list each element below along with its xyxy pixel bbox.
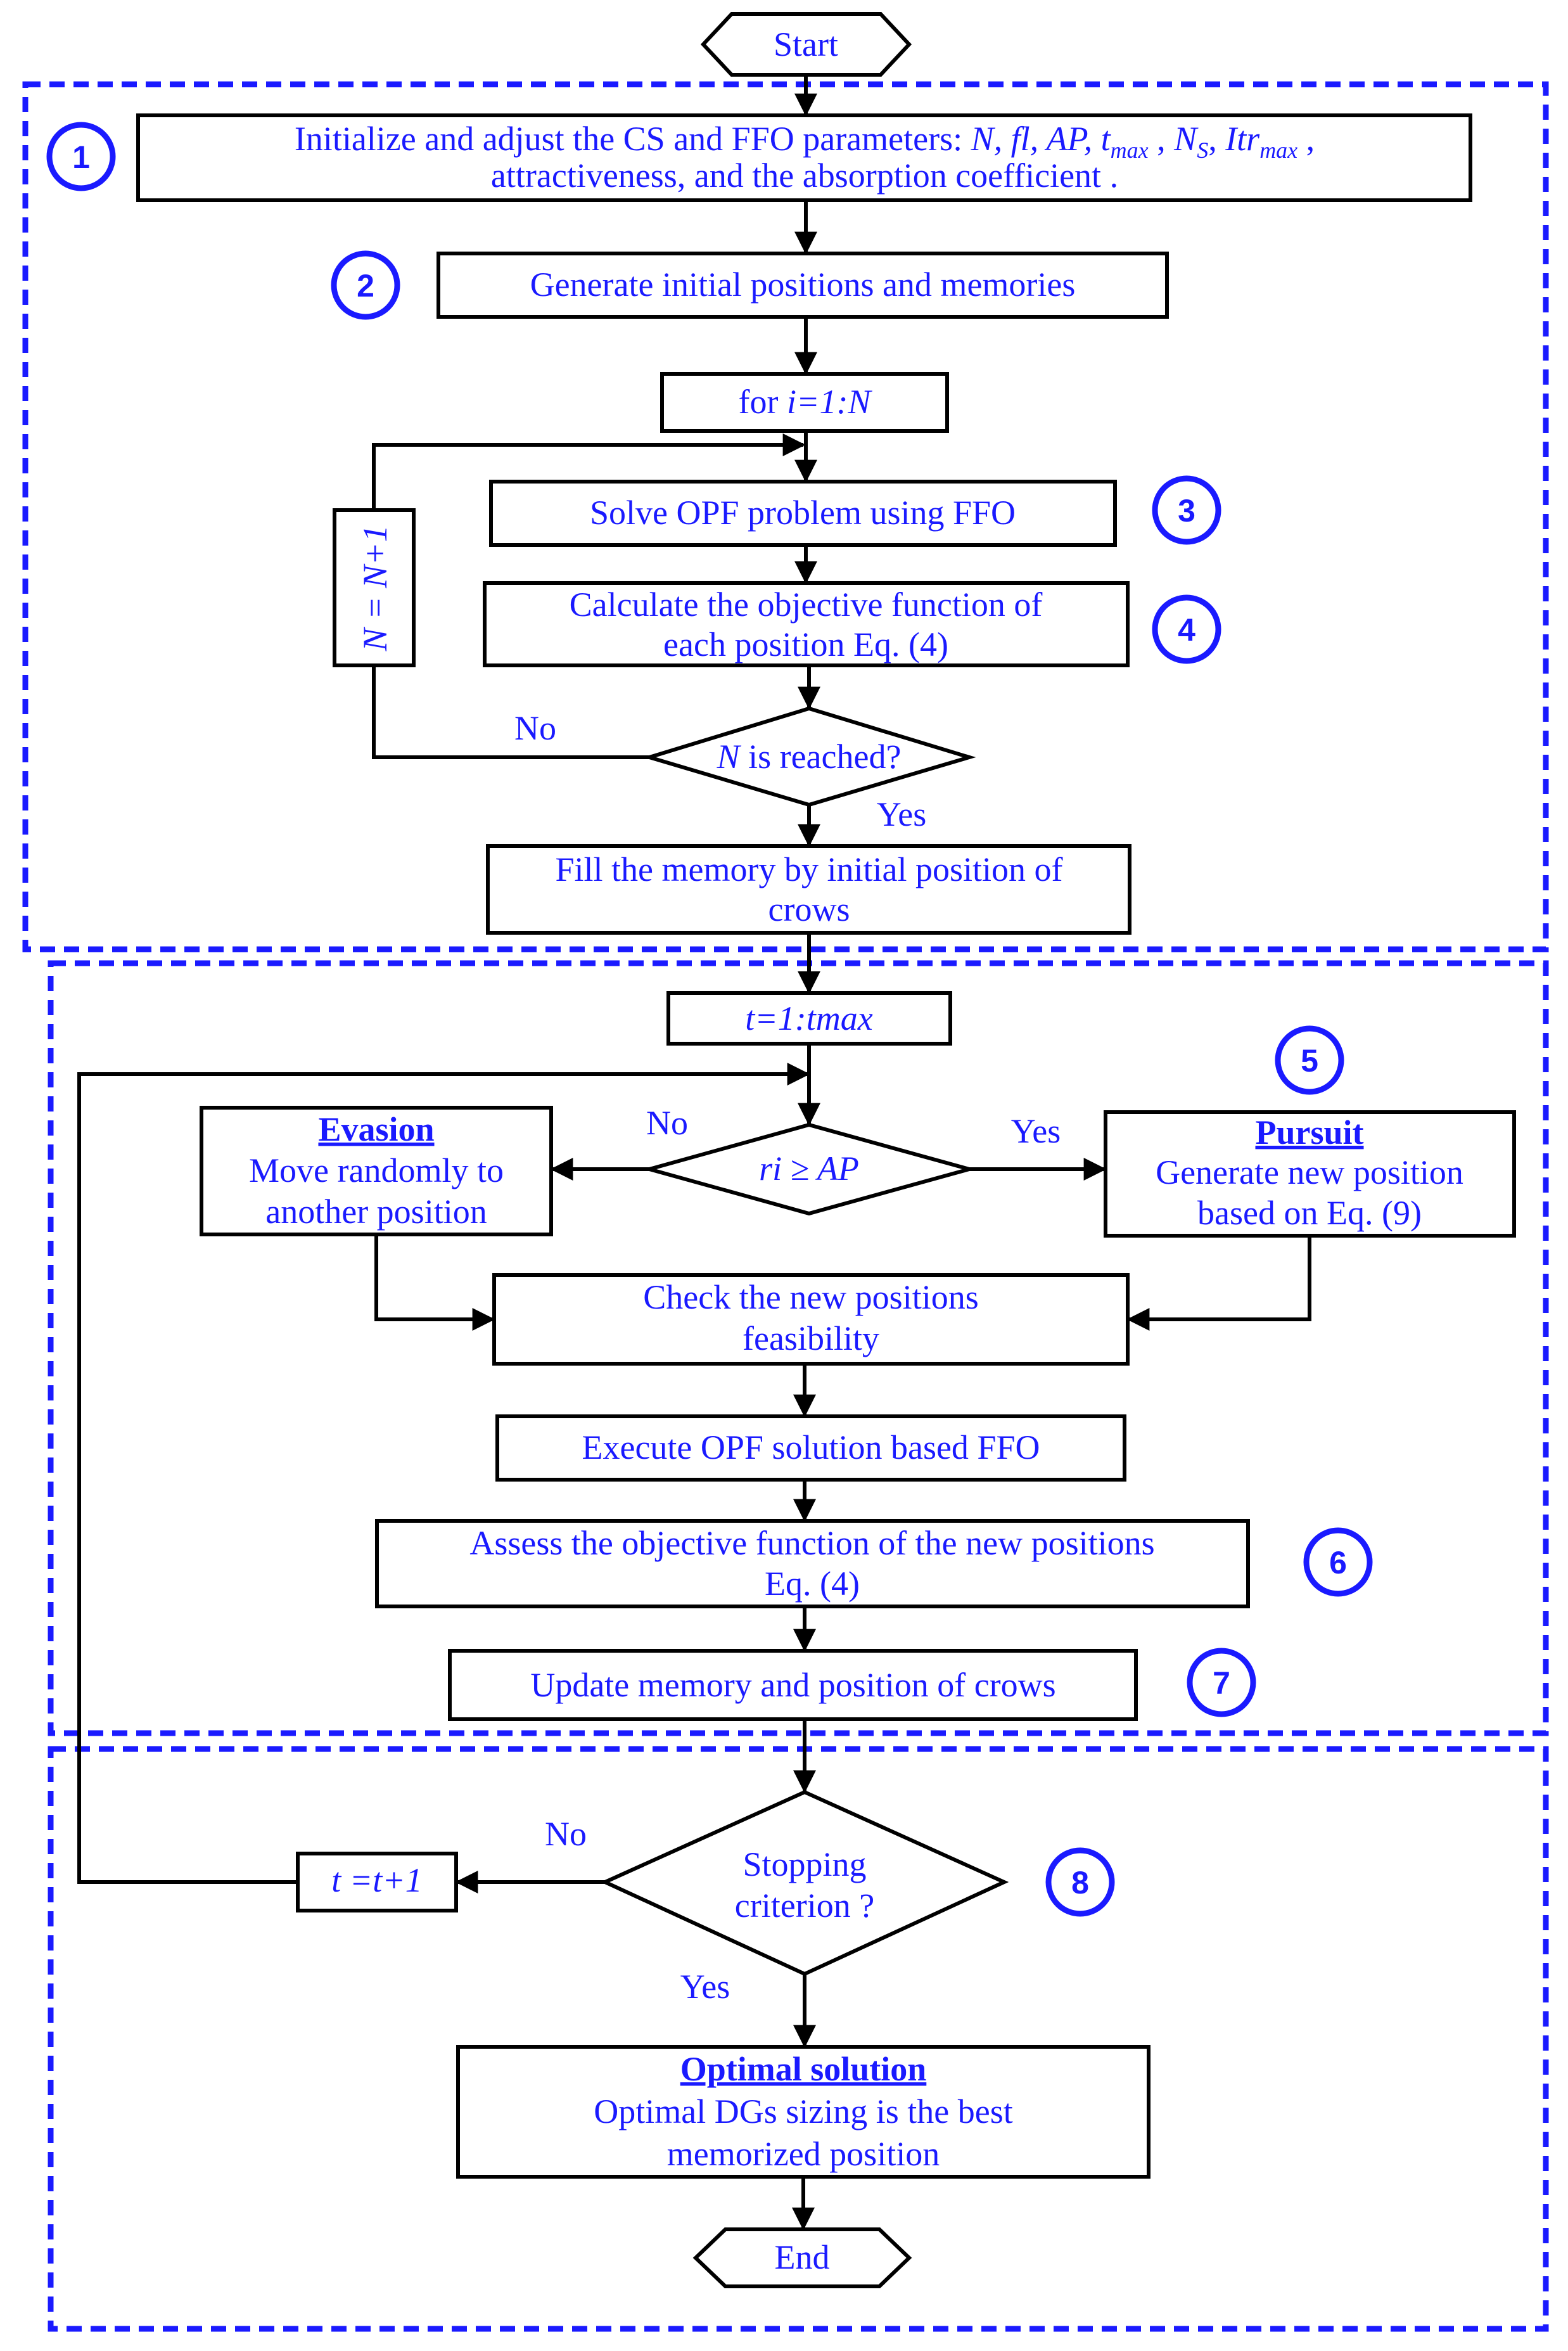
t-loop-label: t=1:tmax	[745, 999, 872, 1037]
fill-memory-line-1: Fill the memory by initial position of	[556, 850, 1063, 888]
badge-4: 4	[1178, 612, 1195, 648]
calculate-objective-box	[483, 581, 1130, 667]
start-label: Start	[774, 25, 838, 63]
ri-decision-label: ri ≥ AP	[759, 1150, 859, 1188]
badge-2-circle	[331, 250, 400, 320]
region-initialization	[22, 81, 1549, 952]
optimal-solution-title: Optimal solution	[680, 2050, 927, 2088]
evasion-line-2: another position	[265, 1193, 487, 1231]
edge-label-no-1: No	[514, 709, 556, 747]
calculate-objective-line-2: each position Eq. (4)	[663, 625, 948, 663]
initialize-line-2: attractiveness, and the absorption coeff…	[491, 157, 1118, 195]
edge-no-loop-back	[372, 665, 649, 759]
fill-memory-line-2: crows	[768, 890, 850, 928]
edge-evasion-check	[374, 1234, 495, 1331]
stopping-criterion-line-1: Stopping	[743, 1845, 866, 1883]
n-reached-label: N is reached?	[717, 738, 902, 776]
evasion-line-1: Move randomly to	[249, 1151, 504, 1189]
assess-objective-line-1: Assess the objective function of the new…	[469, 1524, 1154, 1562]
badge-4-circle	[1152, 594, 1221, 664]
solve-opf-label: Solve OPF problem using FFO	[590, 494, 1016, 532]
edge-label-yes-1: Yes	[877, 795, 927, 833]
badge-8: 8	[1071, 1865, 1089, 1900]
badge-3-circle	[1152, 475, 1221, 545]
badge-8-circle	[1045, 1847, 1115, 1917]
initialize-line-1: Initialize and adjust the CS and FFO par…	[295, 120, 1315, 163]
n-reached-decision	[642, 706, 976, 807]
region-iteration	[48, 960, 1549, 1736]
update-memory-label: Update memory and position of crows	[530, 1666, 1055, 1704]
for-loop-label: for i=1:N	[739, 383, 873, 421]
edge-label-no-3: No	[545, 1815, 587, 1853]
evasion-title: Evasion	[318, 1110, 434, 1148]
update-memory-box	[448, 1649, 1138, 1721]
badge-6-circle	[1303, 1527, 1373, 1597]
t-loop-box	[666, 991, 952, 1046]
edge-label-yes-2: Yes	[1011, 1112, 1061, 1150]
edge-label-no-2: No	[646, 1104, 688, 1142]
badge-5: 5	[1301, 1043, 1318, 1079]
badge-5-circle	[1275, 1025, 1344, 1095]
end-label: End	[775, 2238, 830, 2276]
start-terminal	[700, 12, 912, 77]
assess-objective-box	[375, 1519, 1250, 1608]
badge-2: 2	[357, 268, 374, 304]
execute-opf-label: Execute OPF solution based FFO	[582, 1428, 1040, 1466]
generate-label: Generate initial positions and memories	[530, 266, 1076, 304]
n-increment-label: N = N+1	[356, 525, 394, 652]
pursuit-box	[1104, 1110, 1516, 1238]
check-feasibility-line-1: Check the new positions	[643, 1278, 978, 1316]
badge-1: 1	[72, 139, 90, 175]
stopping-criterion-line-2: criterion ?	[735, 1887, 874, 1925]
end-terminal	[692, 2227, 912, 2288]
connectors	[77, 75, 1311, 2231]
step-badges: 1 2 3 4 5 6 7 8	[46, 122, 1373, 1917]
assess-objective-line-2: Eq. (4)	[765, 1565, 860, 1603]
fill-memory-box	[486, 844, 1131, 935]
badge-6: 6	[1329, 1545, 1347, 1580]
calculate-objective-line-1: Calculate the objective function of	[570, 586, 1043, 624]
pursuit-line-1: Generate new position	[1156, 1153, 1463, 1191]
region-termination	[48, 1746, 1549, 2332]
edge-label-yes-3: Yes	[680, 1968, 730, 2006]
check-feasibility-line-2: feasibility	[743, 1319, 879, 1357]
evasion-box	[200, 1106, 553, 1236]
optimal-solution-line-2: memorized position	[667, 2135, 940, 2173]
edge-increment-return	[372, 433, 806, 510]
stopping-criterion-decision	[600, 1790, 1009, 1976]
t-increment-label: t =t+1	[331, 1861, 422, 1899]
pursuit-line-2: based on Eq. (9)	[1197, 1194, 1422, 1232]
badge-7: 7	[1213, 1665, 1230, 1701]
badge-3: 3	[1178, 493, 1195, 528]
pursuit-title: Pursuit	[1255, 1113, 1363, 1151]
optimal-solution-line-1: Optimal DGs sizing is the best	[594, 2092, 1012, 2130]
edge-pursuit-check	[1126, 1236, 1311, 1331]
edge-increment-loop-back	[77, 1063, 810, 1884]
badge-1-circle	[46, 122, 116, 191]
badge-7-circle	[1187, 1648, 1256, 1717]
